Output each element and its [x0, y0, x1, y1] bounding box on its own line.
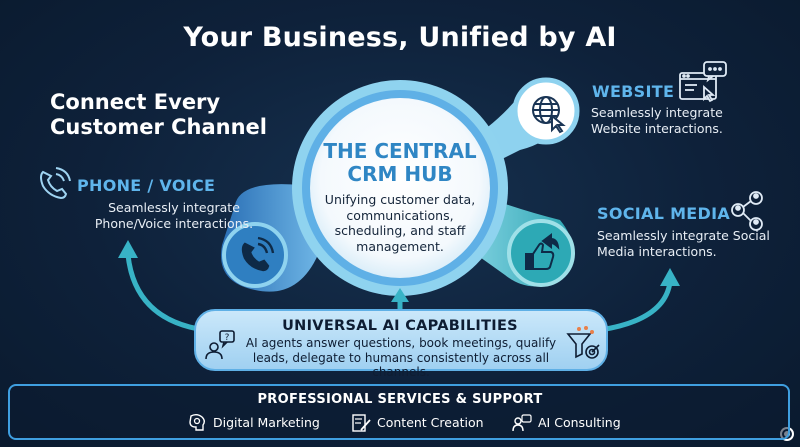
funnel-target-icon: [566, 326, 600, 359]
phone-handset-icon: [241, 236, 275, 272]
service-digital-marketing: Digital Marketing: [187, 414, 327, 432]
arrow-to-social-head: [660, 268, 680, 286]
phone-waves-icon: [40, 167, 71, 200]
hub-description: Unifying customer data, communications, …: [324, 192, 476, 254]
services-panel: [8, 384, 790, 440]
service-label: AI Consulting: [538, 415, 621, 430]
brain-gear-icon: [189, 414, 205, 431]
share-network-icon: [731, 191, 763, 231]
thumbs-share-icon: [525, 233, 560, 270]
website-channel-title: WEBSITE: [592, 82, 675, 101]
ai-capabilities-title: UNIVERSAL AI CAPABILITIES: [282, 318, 518, 334]
document-pen-icon: [352, 414, 371, 432]
page-title: Your Business, Unified by AI: [183, 22, 617, 53]
browser-chat-icon: [679, 61, 727, 103]
phone-node: [222, 222, 288, 288]
svg-text:?: ?: [225, 333, 230, 343]
person-ai-icon: [512, 414, 532, 432]
arrow-to-hub-head: [391, 288, 409, 302]
service-label: Content Creation: [377, 415, 484, 430]
website-channel-description: Seamlessly integrate Website interaction…: [591, 105, 723, 136]
arrow-to-social: [599, 281, 673, 333]
hub-inner-circle: [310, 98, 490, 278]
ai-capabilities-description: AI agents answer questions, book meeting…: [245, 336, 557, 379]
service-content-creation: Content Creation: [351, 414, 484, 432]
services-title: PROFESSIONAL SERVICES & SUPPORT: [257, 392, 543, 407]
social-channel-description: Seamlessly integrate Social Media intera…: [597, 228, 770, 259]
globe-cursor-icon: [532, 96, 566, 134]
arrow-to-phone-head: [118, 240, 138, 258]
hub-title: THE CENTRAL CRM HUB: [323, 139, 477, 186]
person-question-icon: ?: [205, 330, 235, 360]
social-channel-title: SOCIAL MEDIA: [597, 204, 731, 223]
arrow-to-phone: [125, 254, 206, 333]
connect-heading: Connect Every Customer Channel: [50, 90, 267, 139]
phone-channel-title: PHONE / VOICE: [77, 176, 216, 195]
service-label: Digital Marketing: [213, 415, 320, 430]
ai-capabilities-bar: [194, 309, 608, 371]
phone-channel-description: Seamlessly integrate Phone/Voice interac…: [94, 200, 254, 231]
service-ai-consulting: AI Consulting: [512, 414, 632, 432]
